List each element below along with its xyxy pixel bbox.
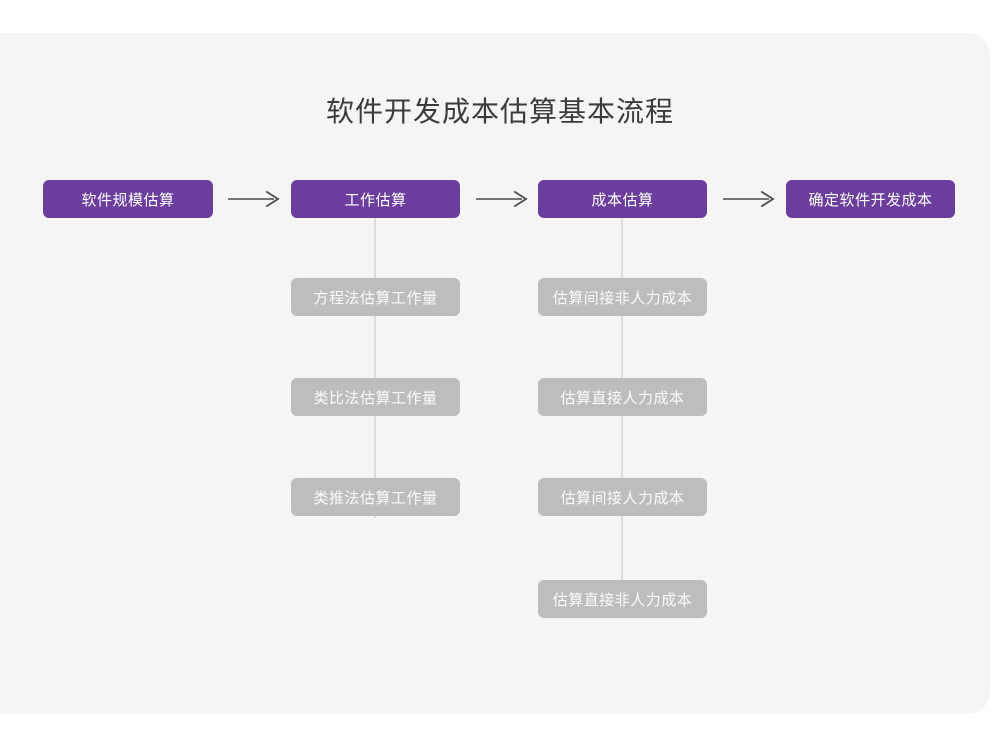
- arrow-right-icon: [476, 187, 528, 211]
- connector-cost-branch: [621, 218, 623, 618]
- page-title: 软件开发成本估算基本流程: [325, 96, 674, 127]
- node-indirect-labor-cost[interactable]: 估算间接人力成本: [538, 478, 707, 516]
- connector-work-branch: [374, 218, 376, 518]
- node-determine-development-cost[interactable]: 确定软件开发成本: [786, 180, 955, 218]
- node-inference-method-workload[interactable]: 类推法估算工作量: [291, 478, 460, 516]
- node-cost-estimation[interactable]: 成本估算: [538, 180, 707, 218]
- arrow-right-icon: [228, 187, 280, 211]
- node-equation-method-workload[interactable]: 方程法估算工作量: [291, 278, 460, 316]
- node-direct-nonlabor-cost[interactable]: 估算直接非人力成本: [538, 580, 707, 618]
- node-direct-labor-cost[interactable]: 估算直接人力成本: [538, 378, 707, 416]
- node-work-estimation[interactable]: 工作估算: [291, 180, 460, 218]
- node-analogy-method-workload[interactable]: 类比法估算工作量: [291, 378, 460, 416]
- diagram-canvas-card: [0, 33, 990, 714]
- node-software-scale-estimation[interactable]: 软件规模估算: [43, 180, 213, 218]
- arrow-right-icon: [723, 187, 775, 211]
- node-indirect-nonlabor-cost[interactable]: 估算间接非人力成本: [538, 278, 707, 316]
